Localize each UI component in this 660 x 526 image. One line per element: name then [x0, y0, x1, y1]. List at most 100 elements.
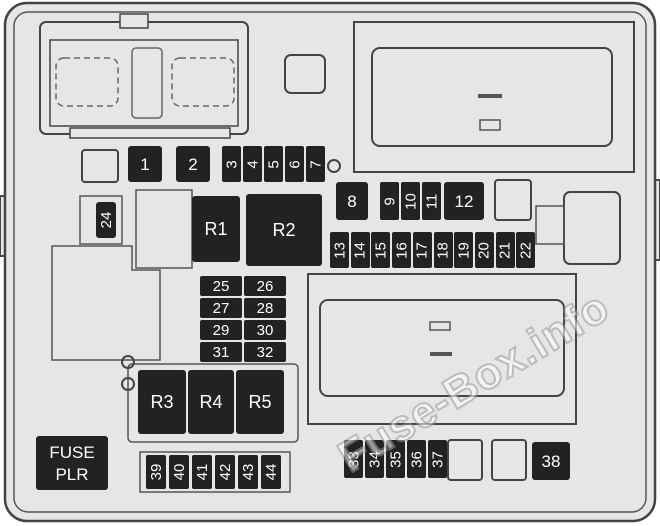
fuse-3-label: 3 — [223, 159, 240, 169]
relay-r1 — [192, 196, 240, 262]
fuse-27 — [200, 298, 242, 318]
fuse-43 — [238, 455, 258, 489]
relay-r5-label: R5 — [248, 392, 272, 412]
fuse-36 — [407, 440, 426, 478]
fuse-13-label: 13 — [331, 241, 348, 259]
fuse-16 — [392, 232, 412, 268]
fuse-20-label: 20 — [475, 241, 493, 259]
fuse-7 — [306, 146, 325, 182]
bottom-fuse-row-cavity — [139, 451, 291, 493]
fuse-21-label: 21 — [496, 241, 514, 259]
relay-r5 — [236, 370, 284, 434]
fuse-41-label: 41 — [193, 463, 211, 481]
fuse-15-label: 15 — [372, 241, 390, 259]
fuse-12-label: 12 — [454, 191, 474, 211]
relay-r2 — [246, 194, 322, 266]
right-side-connector-neck — [535, 205, 565, 245]
fuse-21 — [495, 232, 515, 268]
fuse-40 — [169, 455, 189, 489]
fuse-32 — [244, 342, 286, 362]
fuse-puller-label-line2: PLR — [55, 464, 89, 484]
fuse-34 — [365, 440, 384, 478]
relay-r3 — [138, 370, 186, 434]
right-side-connector — [563, 191, 621, 265]
fuse-20 — [474, 232, 494, 268]
fuse-14 — [350, 232, 370, 268]
fuse-42-label: 42 — [216, 463, 234, 481]
fuse-29 — [200, 320, 242, 340]
fuse-37 — [428, 440, 447, 478]
fuse-8 — [336, 182, 368, 220]
fuse-32-label: 32 — [256, 343, 274, 361]
left-lower-outline — [51, 245, 161, 361]
fuse-12 — [444, 182, 484, 220]
fuse-39-label: 39 — [147, 463, 165, 481]
fuse-24-label: 24 — [97, 211, 115, 229]
fuse-puller — [36, 436, 108, 490]
fuse-16-label: 16 — [393, 241, 411, 259]
fuse-6-label: 6 — [286, 159, 303, 169]
fuse-28 — [244, 298, 286, 318]
fuse-38-label: 38 — [541, 451, 561, 471]
fuse-38 — [532, 442, 570, 480]
watermark-text: Fuse-Box.info — [330, 290, 619, 483]
top-right-connector — [353, 21, 635, 173]
fuse-22-label: 22 — [517, 241, 535, 259]
relay-r4 — [188, 370, 234, 434]
fuse-19-label: 19 — [455, 241, 473, 259]
fuse-3 — [222, 146, 241, 182]
fuse-12-side-tabs — [494, 179, 532, 221]
fuse-13 — [330, 232, 349, 268]
fuse-11 — [422, 182, 441, 220]
fuse-1-side-tabs — [81, 149, 119, 183]
mounting-hole-1 — [121, 355, 135, 369]
top-left-connector-block — [39, 13, 249, 139]
fuse-31-label: 31 — [212, 343, 230, 361]
fuse-1 — [128, 146, 162, 182]
fuse-40-label: 40 — [170, 463, 188, 481]
fuse-17 — [412, 232, 432, 268]
fuse-5 — [264, 146, 283, 182]
fuse-1-label: 1 — [140, 154, 150, 174]
fuse-8-label: 8 — [347, 191, 357, 211]
fuse-17-label: 17 — [413, 241, 431, 259]
fuse-4 — [243, 146, 262, 182]
fuse-42 — [215, 455, 235, 489]
fuse-9-label: 9 — [381, 196, 398, 206]
watermark: Fuse-Box.info — [330, 290, 660, 490]
fuse-25-label: 25 — [212, 277, 230, 295]
fuse-4-label: 4 — [244, 159, 261, 169]
fuse-10-label: 10 — [402, 192, 419, 210]
fuse-26-label: 26 — [256, 277, 274, 295]
small-square-outline — [284, 54, 326, 94]
spare-holder-2 — [491, 439, 527, 481]
fuse-puller-label-line1: FUSE — [49, 442, 95, 462]
fuse-33 — [344, 440, 363, 478]
fuse-39 — [146, 455, 166, 489]
relay-r1-label: R1 — [204, 219, 228, 239]
fuse-18-label: 18 — [434, 241, 452, 259]
fuse-18 — [433, 232, 453, 268]
fuse-44-label: 44 — [262, 463, 280, 481]
fuse-28-label: 28 — [256, 299, 274, 317]
fuse-6 — [285, 146, 304, 182]
fuse-19 — [454, 232, 474, 268]
spare-holder-1 — [447, 439, 483, 481]
fuse-24 — [96, 202, 116, 238]
fuse-9 — [380, 182, 399, 220]
fuse-7-label: 7 — [307, 159, 324, 169]
fuse-22 — [516, 232, 536, 268]
fuse-31 — [200, 342, 242, 362]
fuse-43-label: 43 — [239, 463, 257, 481]
fuse-25 — [200, 276, 242, 296]
relay-cavity-r3-r5 — [127, 363, 299, 443]
fuse-30 — [244, 320, 286, 340]
fuse-15 — [371, 232, 391, 268]
fuse-35 — [386, 440, 405, 478]
fuse-29-label: 29 — [212, 321, 230, 339]
housing-inner — [13, 11, 647, 513]
fuse-44 — [261, 455, 281, 489]
fuse-26 — [244, 276, 286, 296]
fuse-11-label: 11 — [423, 193, 440, 209]
